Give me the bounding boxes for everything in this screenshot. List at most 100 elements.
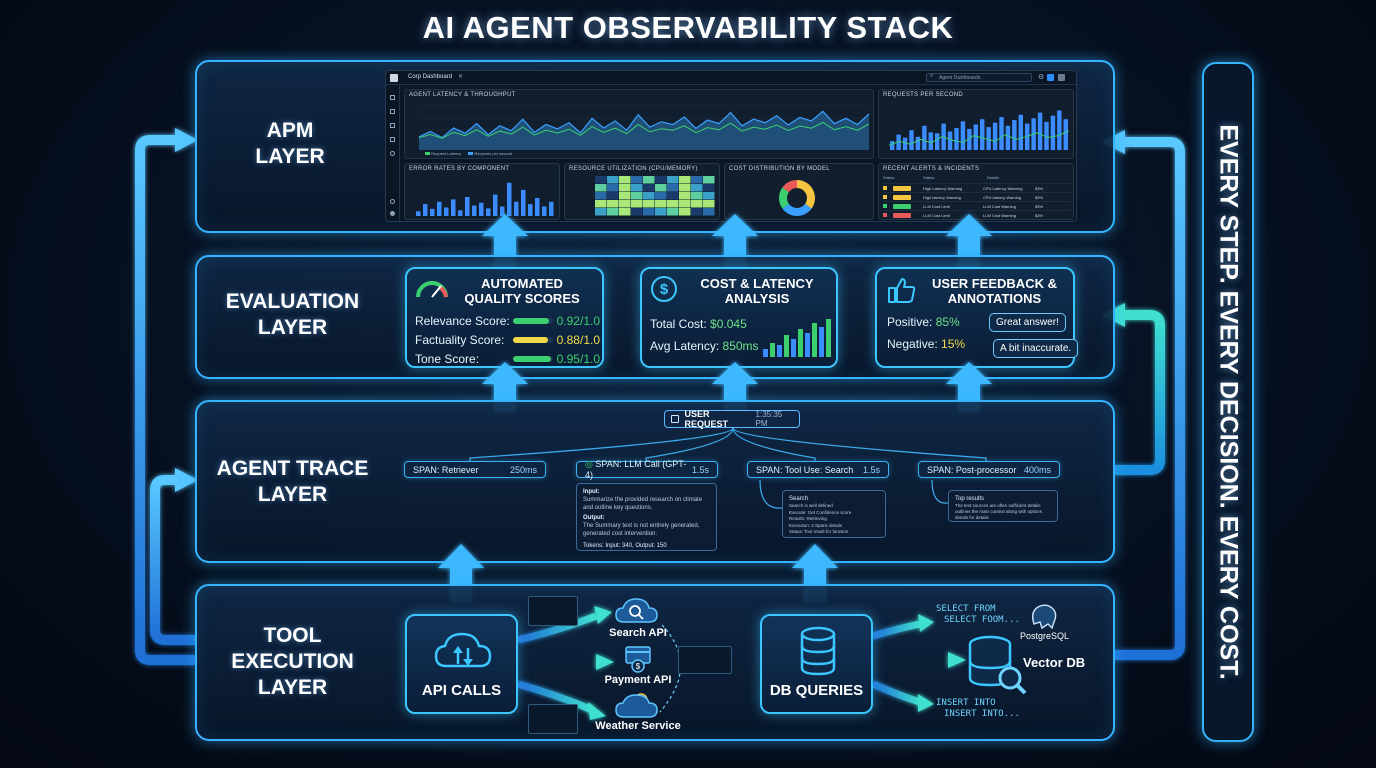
cost-bar	[819, 327, 824, 357]
right-loop-inner	[1115, 310, 1165, 475]
left-loop-outer	[135, 135, 195, 665]
quality-row-bar-fill	[512, 355, 551, 362]
heatmap-cell	[619, 192, 631, 200]
heatmap-cell	[667, 176, 679, 184]
heatmap-cell	[655, 208, 667, 216]
alerts-header: Status Status Details	[883, 175, 1071, 180]
panel-rps-title: REQUESTS PER SECOND	[883, 92, 964, 98]
avg-latency-label: Avg Latency:	[650, 339, 720, 353]
rps-bar	[902, 137, 908, 150]
dashboard-tab[interactable]: Corp Dashboard	[408, 74, 453, 80]
total-cost-value: $0.045	[710, 317, 747, 331]
error-bar	[479, 202, 484, 216]
negative-row: Negative: 15%	[887, 337, 965, 351]
span-post-time: 400ms	[1023, 464, 1051, 475]
rps-bar	[1050, 115, 1056, 150]
dashboard-settings-icon[interactable]: ⚙	[1038, 74, 1045, 81]
quality-row-bar-fill	[512, 317, 550, 324]
sidebar-settings-icon[interactable]	[390, 151, 395, 156]
avg-latency-row: Avg Latency: 850ms	[650, 339, 759, 353]
rps-trend-line	[888, 130, 1070, 146]
sidebar-chart-icon[interactable]	[390, 109, 395, 114]
rps-bar	[1063, 119, 1068, 150]
cost-bar	[798, 329, 803, 357]
post-detail-title: Top results	[955, 496, 985, 502]
cost-bar	[763, 349, 768, 357]
payment-api-icon: $	[625, 646, 651, 673]
rps-bar	[992, 122, 998, 150]
api-calls-box[interactable]: API CALLS	[405, 614, 518, 714]
error-bar	[507, 182, 512, 216]
panel-errors: ERROR RATES BY COMPONENT	[404, 163, 560, 220]
positive-label: Positive:	[887, 315, 933, 329]
quality-row-label: Relevance Score:	[415, 313, 510, 328]
dashboard-search[interactable]: ⌕ Agent Dashboards	[926, 73, 1032, 82]
heatmap-cell	[703, 200, 715, 208]
span-retriever-time: 250ms	[509, 464, 537, 475]
dashboard-tab-close-icon[interactable]: ✕	[458, 74, 464, 80]
cost-card-title: COST & LATENCY ANALYSIS	[700, 276, 814, 306]
rps-bar	[1037, 112, 1043, 150]
sidebar-profile-icon[interactable]	[390, 211, 395, 216]
sidebar-list-icon[interactable]	[390, 123, 395, 128]
code-snippet-1	[528, 596, 578, 626]
llm-input-text: Summarize the provided research on clima…	[583, 497, 703, 511]
dashboard-grid-icon[interactable]	[1047, 74, 1054, 81]
user-request-pill[interactable]: USER REQUEST 1:35:35 PM	[664, 409, 800, 429]
post-processor-detail: Top results The text sources are often s…	[948, 490, 1058, 522]
span-post-processor[interactable]: SPAN: Post-processor 400ms	[918, 461, 1060, 478]
vector-db-icon	[968, 635, 1027, 695]
sidebar-help-icon[interactable]	[390, 199, 395, 204]
panel-alerts-title: RECENT ALERTS & INCIDENTS	[883, 166, 980, 172]
throughput-line	[418, 121, 870, 139]
rps-bar	[890, 141, 895, 150]
heatmap-cell	[667, 192, 679, 200]
user-request-time: 1:35:35 PM	[755, 410, 783, 428]
alert-warning-icon	[883, 195, 887, 199]
error-bar	[423, 204, 428, 216]
heatmap-cell	[607, 208, 619, 216]
resources-heatmap	[595, 176, 715, 216]
rps-bar	[1057, 110, 1062, 150]
db-queries-label: DB QUERIES	[769, 682, 864, 699]
vector-db-label: Vector DB	[1023, 655, 1086, 670]
heatmap-cell	[679, 192, 691, 200]
sidebar-home-icon[interactable]	[390, 95, 395, 100]
heatmap-cell	[703, 208, 715, 216]
weather-service-icon	[615, 693, 658, 718]
span-llm-call[interactable]: ◎ SPAN: LLM Call (GPT-4) 1.5s	[576, 459, 718, 480]
heatmap-cell	[619, 200, 631, 208]
panel-rps: REQUESTS PER SECOND	[878, 89, 1074, 159]
postgres-label: PostgreSQL	[1020, 631, 1070, 641]
alert-status-badge	[893, 212, 911, 218]
search-detail-line: Status: Tool result for function	[789, 529, 849, 534]
dollar-icon: $	[651, 276, 677, 302]
llm-tokens: Tokens: Input: 340, Output: 150	[583, 543, 667, 549]
alert-detail: LLM Cost Warning	[983, 203, 1016, 209]
rps-bar	[954, 128, 959, 150]
heatmap-cell	[691, 184, 703, 192]
quality-row-value: 0.95/1.0	[556, 351, 600, 366]
quality-row-value: 0.92/1.0	[556, 313, 600, 328]
span-tool-search[interactable]: SPAN: Tool Use: Search 1.5s	[747, 461, 889, 478]
alerts-col-3: Details	[987, 175, 1000, 180]
sidebar-alert-icon[interactable]	[390, 137, 395, 142]
apm-layer-label: APM LAYER	[255, 119, 325, 168]
cost-slice	[782, 203, 812, 216]
dashboard-user-icon[interactable]	[1058, 74, 1065, 81]
heatmap-cell	[655, 184, 667, 192]
error-bar	[416, 211, 421, 216]
alert-value: $3%	[1035, 212, 1044, 218]
cost-bar	[784, 335, 789, 357]
feedback-bubble-negative: A bit inaccurate.	[993, 339, 1079, 358]
span-retriever[interactable]: SPAN: Retriever 250ms	[404, 461, 546, 478]
heatmap-cell	[691, 200, 703, 208]
quality-row: Factuality Score:0.88/1.0	[415, 330, 600, 349]
db-queries-box[interactable]: DB QUERIES	[760, 614, 873, 714]
panel-cost-title: COST DISTRIBUTION BY MODEL	[729, 166, 830, 172]
